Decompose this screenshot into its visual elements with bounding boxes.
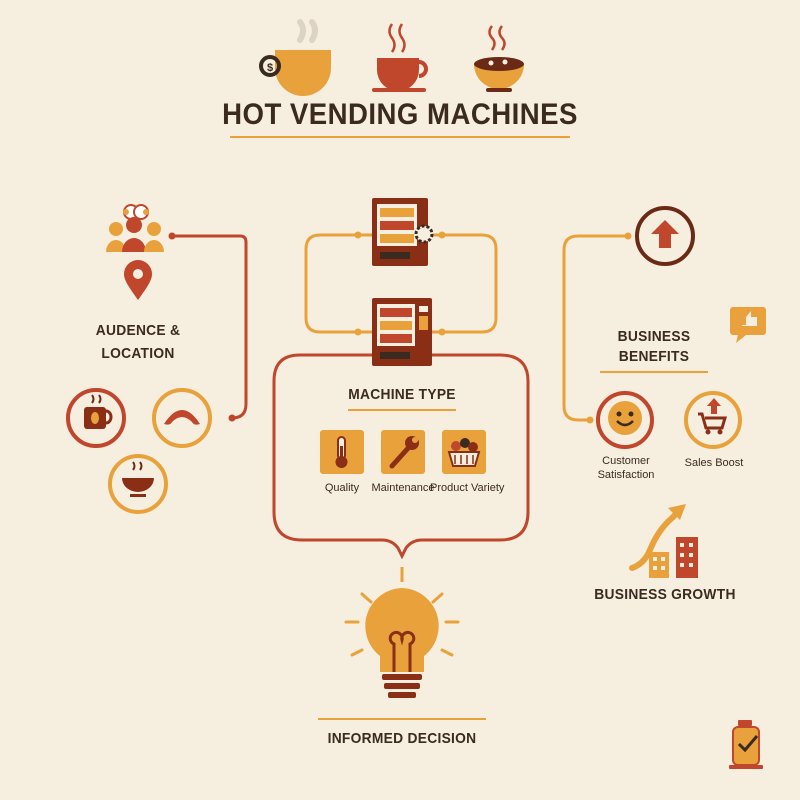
growth-chart-icon	[629, 504, 698, 578]
wrench-icon	[381, 430, 425, 474]
center-left-loop	[304, 233, 372, 334]
thermometer-icon	[320, 430, 364, 474]
croissant-icon	[152, 388, 212, 448]
product-variety-label: Product Variety	[430, 482, 505, 494]
informed-decision-label: INFORMED DECISION	[327, 730, 477, 747]
coffee-mug-icon	[66, 388, 126, 448]
vending-machine-bottom-icon	[372, 298, 432, 366]
tea-cup-icon	[372, 23, 428, 92]
benefits-heading-line1: BUSINESS	[617, 328, 691, 345]
customer-satisfaction-label-line1: Customer	[602, 455, 650, 467]
vending-machine-top-icon	[372, 198, 434, 266]
soup-bowl-icon	[474, 25, 524, 92]
machine-type-bracket	[272, 353, 530, 560]
page-title: HOT VENDING MACHINES	[222, 98, 578, 131]
checklist-jar-icon	[729, 720, 763, 769]
basket-icon	[442, 430, 486, 474]
svg-text:$: $	[267, 62, 273, 74]
coffee-cup-icon: $	[259, 19, 331, 96]
business-growth-label: BUSINESS GROWTH	[594, 586, 736, 603]
machine-type-heading: MACHINE TYPE	[348, 386, 456, 403]
center-right-loop	[430, 233, 498, 334]
smiley-icon	[596, 391, 654, 449]
maintenance-label: Maintenance	[371, 482, 435, 494]
thumbs-up-bubble-icon	[730, 307, 766, 343]
audience-people-icon	[106, 204, 164, 252]
sales-boost-label: Sales Boost	[684, 457, 744, 469]
audience-heading-line1: AUDENCE &	[95, 322, 181, 339]
right-connector	[562, 234, 628, 422]
quality-label: Quality	[324, 482, 360, 494]
lightbulb-icon	[344, 588, 460, 698]
left-connector	[172, 234, 248, 420]
cart-icon	[684, 391, 742, 449]
up-arrow-icon	[635, 206, 695, 266]
location-pin-icon	[124, 260, 152, 300]
benefits-heading-line2: BENEFITS	[618, 348, 690, 365]
audience-heading-line2: LOCATION	[101, 345, 175, 362]
customer-satisfaction-label-line2: Satisfaction	[597, 469, 655, 481]
soup-bowl-small-icon	[108, 454, 168, 514]
